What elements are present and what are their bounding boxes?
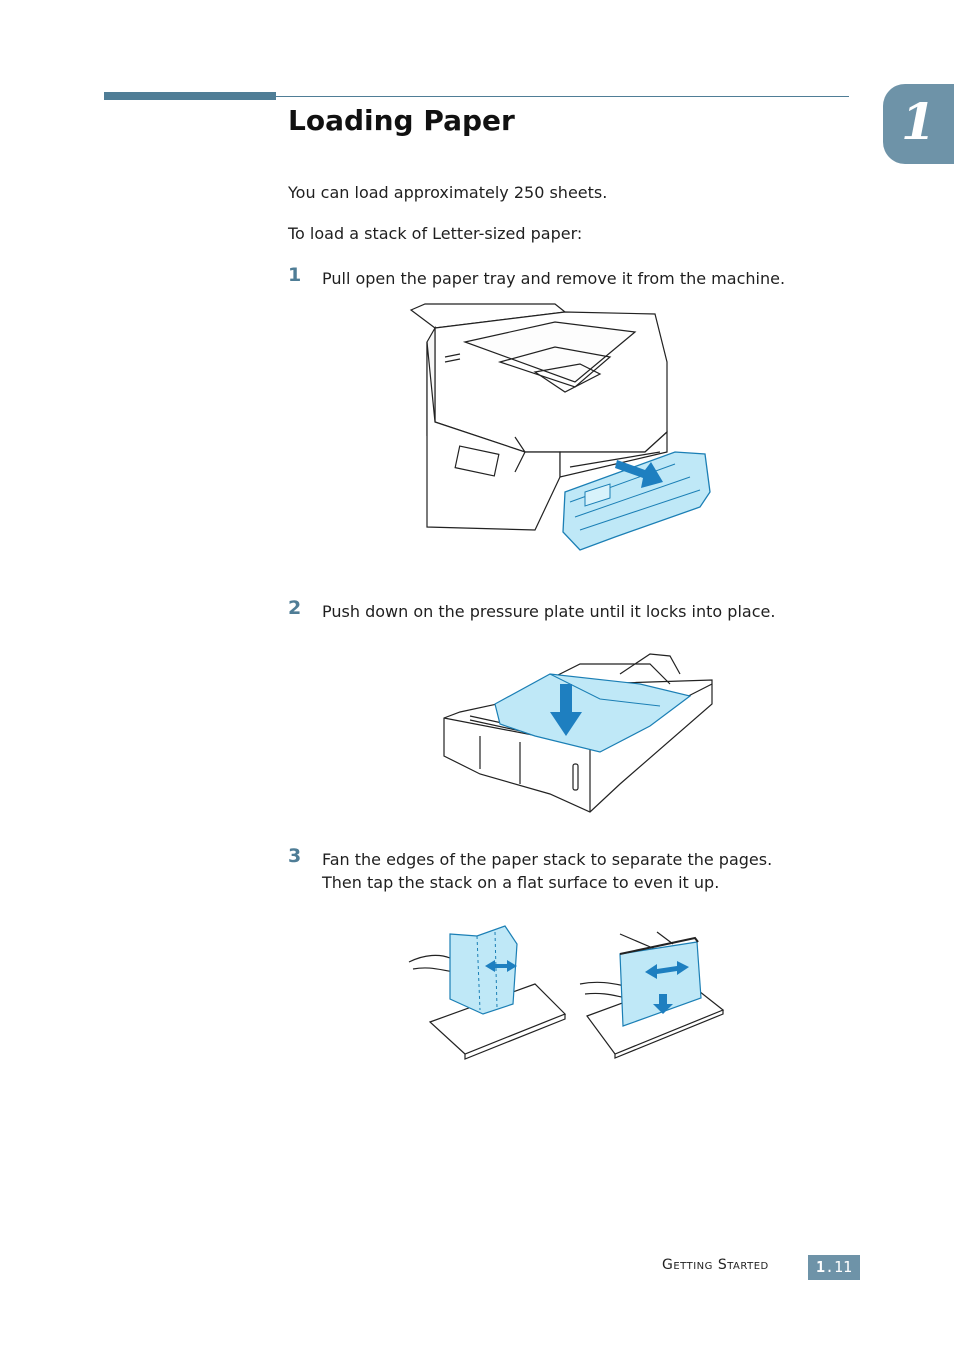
step-2-text: Push down on the pressure plate until it… (322, 602, 776, 621)
intro-instruction: To load a stack of Letter-sized paper: (288, 224, 583, 243)
chapter-number: 1 (901, 92, 936, 151)
page-title: Loading Paper (288, 104, 515, 137)
step-1-text: Pull open the paper tray and remove it f… (322, 269, 786, 288)
page-number-badge: 1.11 (808, 1255, 860, 1280)
step-3-number: 3 (288, 845, 302, 867)
page-number-minor: .11 (824, 1258, 853, 1276)
header-rule-thick (104, 92, 276, 100)
printer-tray-removal-illustration (409, 303, 711, 551)
chapter-tab: 1 (883, 84, 954, 164)
paper-fanning-illustration (408, 925, 725, 1060)
step-1-number: 1 (288, 264, 302, 286)
step-3-text-line1: Fan the edges of the paper stack to sepa… (322, 850, 773, 869)
step-3-text-line2: Then tap the stack on a flat surface to … (322, 873, 720, 892)
paper-tray-pressure-plate-illustration (443, 653, 713, 813)
step-2-number: 2 (288, 597, 302, 619)
intro-capacity: You can load approximately 250 sheets. (288, 183, 608, 202)
header-rule-thin (276, 96, 849, 97)
page-number-major: 1 (815, 1258, 825, 1276)
footer-section-label: Getting Started (662, 1257, 769, 1273)
